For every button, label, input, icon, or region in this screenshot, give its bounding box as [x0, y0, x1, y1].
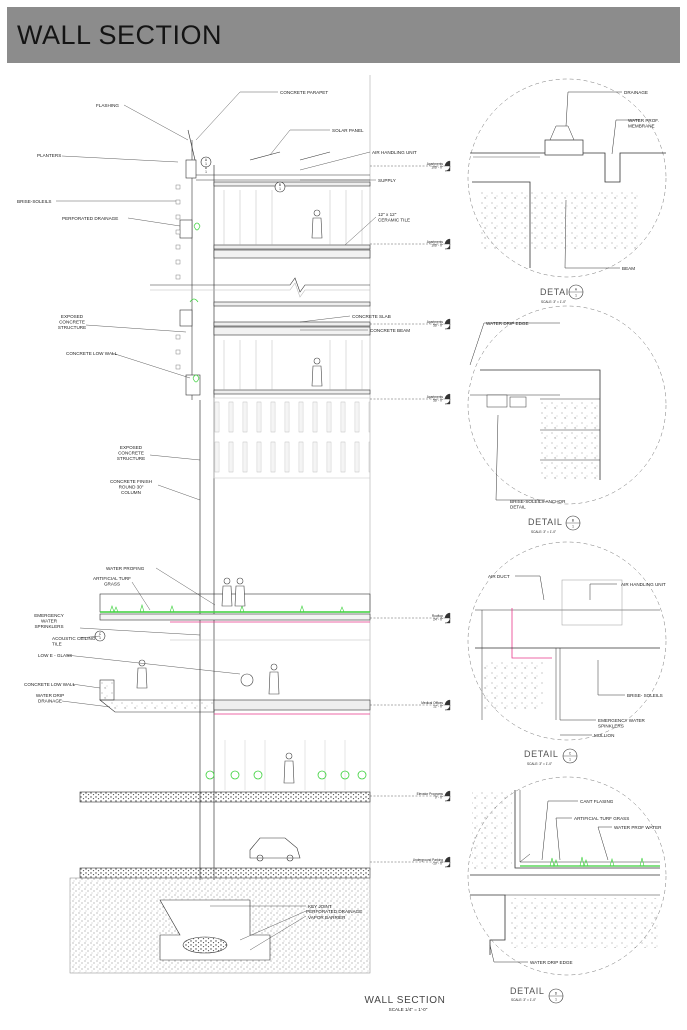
detail-d1-label-drip: WATER DRIP EDGE	[530, 960, 573, 965]
footer-title: WALL SECTION	[365, 995, 446, 1006]
detail-scale-c1: SCALE: 3" = 1'-0"	[527, 762, 552, 766]
detail-mark-bottom-a1: 1	[575, 294, 577, 298]
level-l8: Underground Parking-10' - 0"	[413, 858, 444, 866]
detail-title-b1: DETAIL	[528, 517, 562, 527]
detail-mark-bottom-b1: 1	[572, 525, 574, 529]
label-ahu: AIR HANDLING UNIT	[372, 150, 417, 155]
page-title: WALL SECTION	[17, 20, 223, 50]
section-bubble-bottom-bC: 1	[99, 636, 101, 640]
detail-mark-top-d1: D	[555, 992, 558, 996]
label-beam: CONCRETE BEAM	[370, 328, 410, 333]
title-banner: WALL SECTION	[7, 7, 680, 63]
label-supply: SUPPLY	[378, 178, 396, 183]
label-planters: PLANTERS	[37, 153, 61, 158]
detail-bubble-c1	[562, 748, 578, 764]
label-water-profing: WATER PROFING	[106, 566, 145, 571]
footer-scale: SCALE 1/4" = 1'-0"	[389, 1007, 428, 1012]
detail-title-a1: DETAIL	[540, 287, 574, 297]
label-low-wall-1: CONCRETE LOW WALL	[66, 351, 118, 356]
detail-scale-b1: SCALE: 3" = 1'-0"	[531, 530, 556, 534]
detail-c1-label-brise: BRISE- SOLEILS	[627, 693, 663, 698]
section-bubble-bottom-bD: 1	[205, 170, 207, 174]
label-low-e: LOW E - GLASS	[38, 653, 72, 658]
detail-title-d1: DETAIL	[510, 986, 544, 996]
label-vapor: VAPOR BARRIER	[308, 915, 346, 920]
section-bubble-top-bD: D	[205, 166, 208, 170]
detail-mark-top-c1: C	[569, 752, 572, 756]
detail-c1-label-air-duct: AIR DUCT	[488, 574, 510, 579]
detail-mark-top-b1: B	[572, 519, 574, 523]
detail-mark-bottom-c1: 1	[569, 758, 571, 762]
detail-scale-a1: SCALE: 3" = 1'-0"	[541, 300, 566, 304]
detail-c1-label-mullion: MULLION	[594, 733, 614, 738]
label-low-wall-2: CONCRETE LOW WALL	[24, 682, 76, 687]
label-brise: BRISE-SOLEILS	[17, 199, 51, 204]
detail-title-c1: DETAIL	[524, 749, 558, 759]
label-flashing: FLASHING	[96, 103, 119, 108]
label-perf-drainage-b: PERFORATED DRAINAGE	[306, 909, 362, 914]
label-slab: CONCRETE SLAB	[352, 314, 391, 319]
detail-d1-label-turf: ARTIFICIAL TURF GRASS	[574, 816, 629, 821]
label-parapet: CONCRETE PARAPET	[280, 90, 328, 95]
section-bubble-bottom-bA: 1	[205, 162, 207, 166]
label-perf-drainage: PERFORATED DRAINAGE	[62, 216, 118, 221]
detail-scale-d1: SCALE: 3" = 1'-0"	[511, 998, 536, 1002]
detail-c1-label-ahu: AIR HANDLING UNIT	[621, 582, 666, 587]
detail-d1-label-cant: CANT FLASING	[580, 799, 614, 804]
detail-mark-top-a1: A	[575, 288, 578, 292]
detail-a1-label-drainage: DRAINAGE	[624, 90, 648, 95]
detail-bubble-b1	[565, 515, 581, 531]
detail-d1-label-wpw: WATER PROF WATER	[614, 825, 662, 830]
detail-bubble-d1	[548, 988, 564, 1004]
section-bubble-top-bA: A	[205, 158, 208, 162]
label-solar: SOLAR PANEL	[332, 128, 364, 133]
detail-b1-label-drip-edge: WATER DRIP EDGE	[486, 321, 529, 326]
label-key-joint: KEY JOINT	[308, 904, 332, 909]
section-bubble-bottom-bB: 1	[279, 187, 281, 191]
label-tile: 12" x 12"CERAMIC TILE	[378, 212, 410, 222]
detail-mark-bottom-d1: 1	[555, 998, 557, 1002]
section-bubble-top-bB: B	[279, 183, 281, 187]
section-bubble-top-bC: C	[99, 632, 102, 636]
detail-bubble-a1	[568, 284, 584, 300]
detail-a1-label-membrane: WATER PROF.MEMBRANE	[628, 118, 659, 128]
detail-a1-label-beam: BEAM	[622, 266, 635, 271]
